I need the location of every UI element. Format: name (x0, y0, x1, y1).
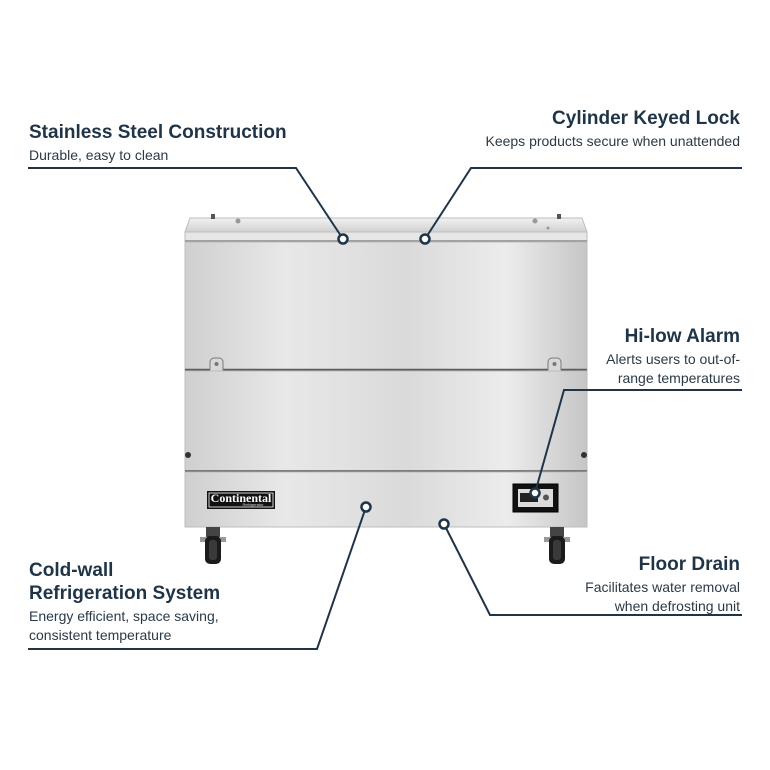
callout-lock-desc: Keeps products secure when unattended (485, 133, 740, 149)
callout-coldwall-desc-line2: consistent temperature (29, 627, 172, 643)
callout-dot-drain (438, 518, 450, 530)
leader-lines (28, 167, 742, 650)
callout-dot-stainless (337, 233, 349, 245)
callout-alarm-title: Hi-low Alarm (624, 326, 740, 347)
callout-stainless: Stainless Steel Construction Durable, ea… (29, 121, 287, 165)
callout-lock: Cylinder Keyed Lock Keeps products secur… (485, 107, 740, 151)
callout-coldwall-desc: Energy efficient, space saving, consiste… (29, 607, 220, 645)
caster-wheel-icon (200, 527, 570, 564)
brand-logo: Continental Refrigerator (207, 491, 275, 509)
leader-line-coldwall (28, 506, 367, 650)
callout-drain-title: Floor Drain (638, 554, 740, 575)
callout-dot-alarm (529, 487, 541, 499)
top-lid (184, 214, 588, 243)
leader-line-alarm (534, 389, 742, 494)
callout-stainless-desc: Durable, easy to clean (29, 147, 169, 163)
callout-coldwall-title: Cold-wall Refrigeration System (29, 559, 220, 605)
brand-logo-text: Continental (211, 491, 272, 505)
callout-alarm-desc: Alerts users to out-of- range temperatur… (606, 350, 740, 388)
callout-dots (337, 233, 541, 530)
lower-door-panel (184, 370, 588, 472)
leader-line-drain (443, 523, 742, 616)
callout-drain-desc-line1: Facilitates water removal (585, 579, 740, 595)
callout-stainless-title: Stainless Steel Construction (29, 122, 287, 143)
callout-drain-desc-line2: when defrosting unit (614, 598, 740, 614)
callout-dot-coldwall (360, 501, 372, 513)
callout-drain: Floor Drain Facilitates water removal wh… (585, 553, 740, 616)
callout-coldwall-desc-line1: Energy efficient, space saving, (29, 608, 219, 624)
callout-dot-lock (419, 233, 431, 245)
callout-lock-title: Cylinder Keyed Lock (552, 108, 740, 129)
callout-coldwall: Cold-wall Refrigeration System Energy ef… (29, 559, 220, 645)
callout-alarm: Hi-low Alarm Alerts users to out-of- ran… (606, 325, 740, 388)
callout-alarm-desc-line2: range temperatures (617, 370, 740, 386)
brand-logo-subtext: Refrigerator (242, 502, 264, 507)
leader-line-stainless (28, 167, 344, 240)
leader-line-lock (424, 167, 742, 240)
upper-door-panel (184, 241, 588, 371)
callout-alarm-desc-line1: Alerts users to out-of- (606, 351, 740, 367)
callout-coldwall-title-line1: Cold-wall (29, 560, 114, 581)
callout-drain-desc: Facilitates water removal when defrostin… (585, 578, 740, 616)
callout-coldwall-title-line2: Refrigeration System (29, 583, 221, 604)
